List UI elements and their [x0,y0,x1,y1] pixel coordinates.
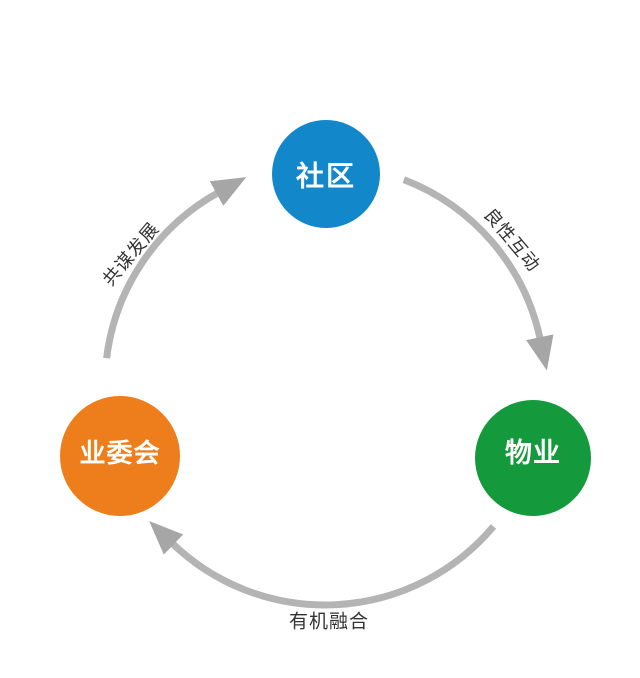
node-property-label: 物业 [505,438,561,468]
node-committee-circle [60,396,180,516]
edge-label-organic-integration: 有机融合 [289,611,369,633]
node-community-circle [272,120,380,228]
arrow-committee-to-community [103,177,247,359]
node-committee-label: 业委会 [79,438,160,468]
arrow-community-to-property [402,176,554,371]
arrow-property-to-committee [149,520,497,609]
node-community-label: 社区 [296,161,356,192]
node-property-circle [475,400,591,516]
